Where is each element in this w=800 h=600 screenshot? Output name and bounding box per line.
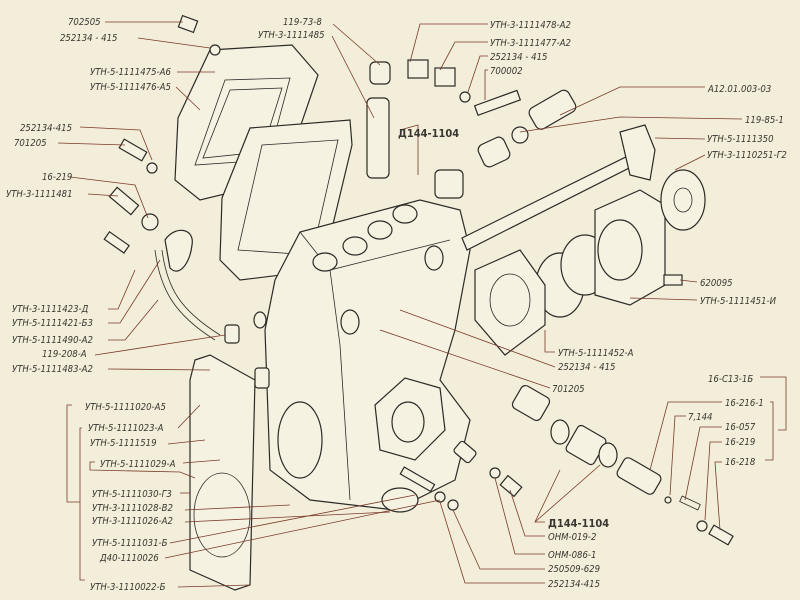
label-701205: 701205 <box>14 138 47 149</box>
label-1111029: УТН-5-1111029-А <box>100 459 176 470</box>
label-1111477: УТН-3-1111477-А2 <box>490 38 571 49</box>
label-252134-415: 252134 - 415 <box>490 52 547 63</box>
label-1110251: УТН-3-1110251-Г2 <box>707 150 787 161</box>
label-1111031: УТН-5-1111031-Б <box>92 538 168 549</box>
label-1111483: УТН-5-1111483-А2 <box>12 364 93 375</box>
part-labels: 702505 252134 - 415 УТН-5-1111475-А6 УТН… <box>6 17 787 593</box>
label-1111350: УТН-5-1111350 <box>707 134 774 145</box>
fuel-tube <box>154 249 221 341</box>
label-1111020: УТН-5-1111020-А5 <box>85 402 166 413</box>
label-1111485: УТН-3-1111485 <box>258 30 325 41</box>
label-250509-629: 250509-629 <box>548 564 600 575</box>
label-700002: 700002 <box>490 66 523 77</box>
label-702505: 702505 <box>68 17 101 28</box>
label-16-057: 16-057 <box>725 422 756 433</box>
label-1111421: УТН-5-1111421-Б3 <box>12 318 93 329</box>
label-1111026: УТН-3-1111026-А2 <box>92 516 173 527</box>
label-1110022: УТН-3-1110022-Б <box>90 582 166 593</box>
label-d40-1110026: Д40-1110026 <box>99 553 159 564</box>
label-7-144: 7,144 <box>688 412 712 423</box>
label-1111475: УТН-5-1111475-А6 <box>90 67 171 78</box>
label-119-208: 119-208-А <box>42 349 87 360</box>
label-16-216-1: 16-216-1 <box>725 398 764 409</box>
label-16-219: 16-219 <box>42 172 72 183</box>
bottom-plate <box>189 354 256 591</box>
parts-drawing <box>103 14 734 591</box>
label-1111030: УТН-5-1111030-Г3 <box>92 489 172 500</box>
label-16-c13-1b: 16-С13-1Б <box>708 374 753 385</box>
label-252134-415: 252134 - 415 <box>558 362 615 373</box>
leader-lines <box>57 21 787 588</box>
label-1111481: УТН-3-1111481 <box>6 189 73 200</box>
label-1111423: УТН-3-1111423-Д <box>12 304 89 315</box>
label-ohm-019-2: ОНМ-019-2 <box>548 532 596 543</box>
label-1111490: УТН-5-1111490-А2 <box>12 335 93 346</box>
label-d144-1104: Д144-1104 <box>398 127 459 140</box>
label-119-85-1: 119-85-1 <box>745 115 784 126</box>
label-a12: А12.01.003-03 <box>707 84 771 95</box>
label-1111476: УТН-5-1111476-А5 <box>90 82 171 93</box>
label-701205: 701205 <box>552 384 585 395</box>
label-16-218: 16-218 <box>725 457 756 468</box>
label-ohm-086-1: ОНМ-086-1 <box>548 550 596 561</box>
label-252134-415: 252134 - 415 <box>60 33 117 44</box>
label-1111519: УТН-5-1111519 <box>90 438 157 449</box>
label-620095: 620095 <box>700 278 733 289</box>
label-1111028: УТН-3-1111028-В2 <box>92 503 173 514</box>
label-1111452: УТН-5-1111452-А <box>558 348 634 359</box>
label-d144-1104: Д144-1104 <box>548 517 609 530</box>
label-1111451: УТН-5-1111451-И <box>700 296 777 307</box>
label-1111023: УТН-5-1111023-А <box>88 423 164 434</box>
label-1111478: УТН-3-1111478-А2 <box>490 20 571 31</box>
label-16-219: 16-219 <box>725 437 755 448</box>
label-119-73-8: 119-73-8 <box>283 17 322 28</box>
label-252134-415: 252134-415 <box>548 579 600 590</box>
label-252134-415: 252134-415 <box>20 123 72 134</box>
